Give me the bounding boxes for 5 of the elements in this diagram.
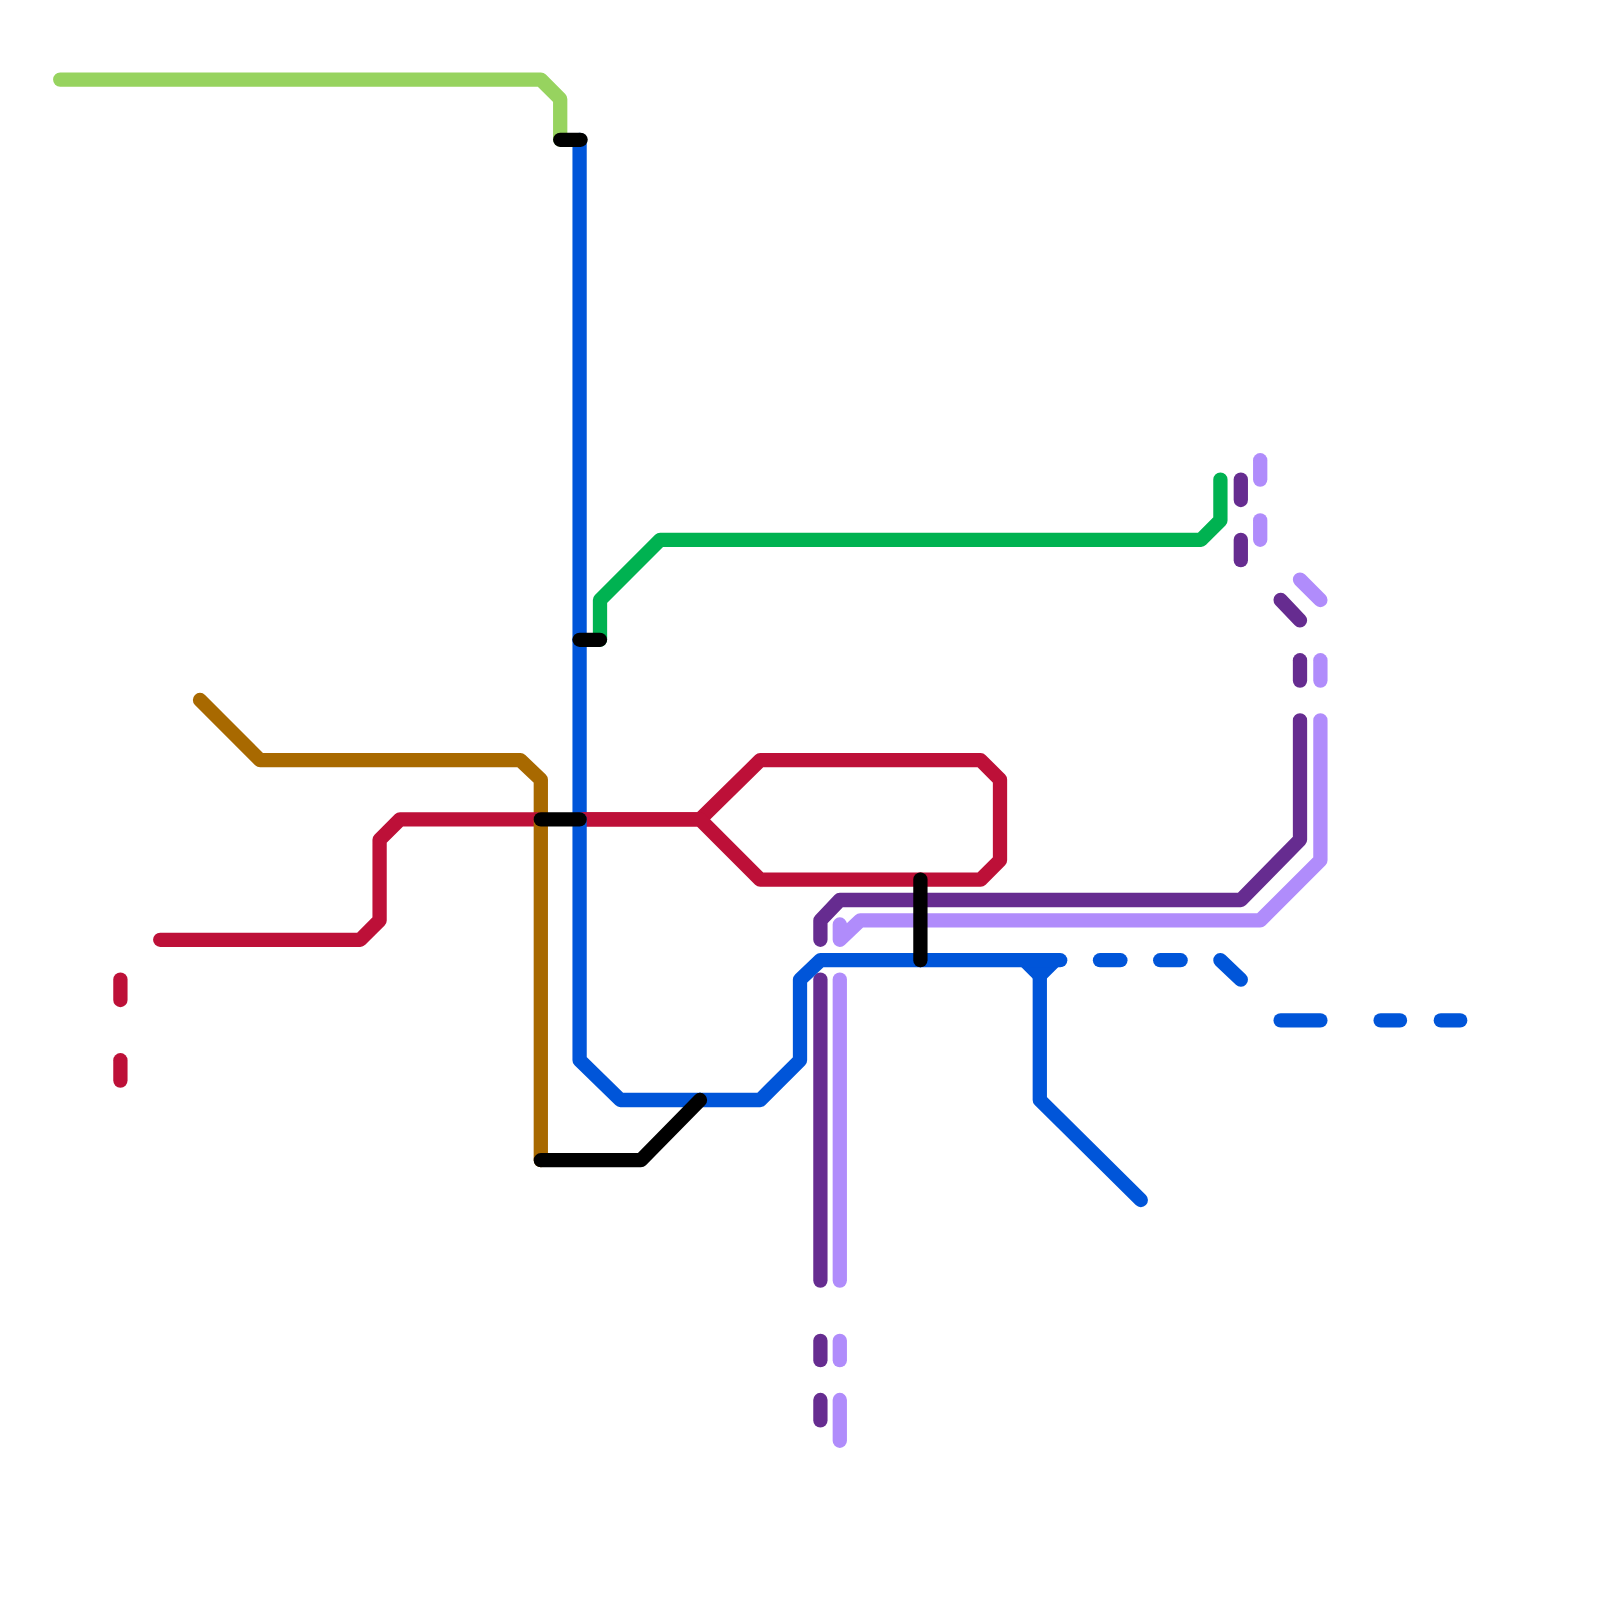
transfer-bar bbox=[533, 812, 587, 827]
transfer-bar bbox=[533, 1092, 708, 1168]
transfer-bar bbox=[913, 872, 928, 968]
transfer-bar bbox=[572, 632, 608, 647]
transfer-bar bbox=[553, 132, 588, 147]
